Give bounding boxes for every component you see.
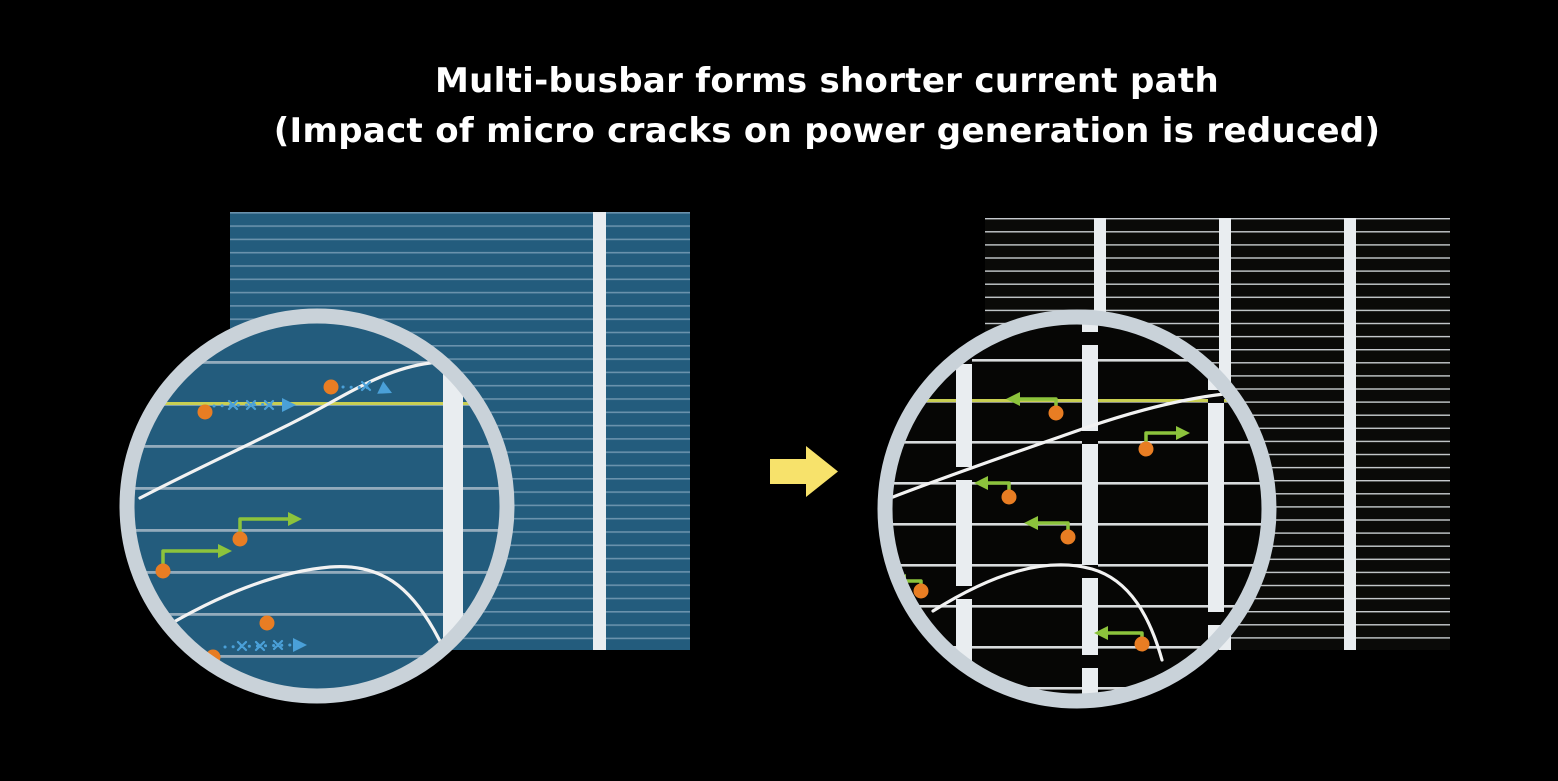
electron-dot bbox=[323, 379, 339, 395]
long-current-path-arrow bbox=[212, 398, 296, 412]
electron-dot bbox=[197, 404, 213, 420]
micro-crack-line bbox=[136, 564, 454, 666]
transition-arrow-icon bbox=[770, 446, 838, 497]
blocked-x-icon bbox=[227, 399, 275, 411]
electron-dot bbox=[232, 531, 248, 547]
busbar bbox=[956, 324, 972, 694]
busbar bbox=[443, 323, 463, 689]
highlighted-finger-line bbox=[134, 402, 500, 405]
electron-dot bbox=[155, 563, 171, 579]
magnifier-ring bbox=[119, 308, 515, 704]
magnified-cell-area bbox=[892, 324, 1262, 694]
electron-dots bbox=[913, 405, 1154, 652]
blocked-x-icon bbox=[236, 639, 284, 652]
magnifier-ring bbox=[877, 309, 1277, 709]
busbar bbox=[593, 212, 606, 650]
conventional-magnifier bbox=[119, 308, 515, 704]
micro-crack-line bbox=[892, 392, 1226, 499]
short-current-path-arrow bbox=[238, 512, 302, 539]
electron-dot bbox=[1048, 405, 1064, 421]
short-current-path-arrow bbox=[161, 544, 232, 571]
electron-dot bbox=[1001, 489, 1017, 505]
diagram-title-line-1: Multi-busbar forms shorter current path bbox=[435, 61, 1219, 101]
diagram-title: Multi-busbar forms shorter current path … bbox=[102, 56, 1552, 156]
busbar-break bbox=[1082, 655, 1098, 668]
diagram-title-line-2: (Impact of micro cracks on power generat… bbox=[273, 111, 1381, 151]
micro-crack-line bbox=[931, 563, 1164, 662]
long-current-path-arrow bbox=[341, 380, 392, 394]
busbar-break bbox=[1208, 612, 1224, 625]
busbar bbox=[1082, 324, 1098, 694]
highlighted-finger-line bbox=[892, 399, 1262, 402]
blocked-x-icon bbox=[360, 380, 372, 392]
electron-dot bbox=[1138, 441, 1154, 457]
electron-dot bbox=[1060, 529, 1076, 545]
busbar bbox=[1208, 324, 1224, 694]
multi-busbar-magnifier bbox=[877, 309, 1277, 709]
magnified-cell-area bbox=[134, 323, 500, 689]
electron-dot bbox=[1134, 636, 1150, 652]
busbar-break bbox=[1082, 332, 1098, 345]
electron-dot bbox=[259, 615, 275, 631]
electron-dot bbox=[913, 583, 929, 599]
busbar-break bbox=[1082, 431, 1098, 444]
busbar bbox=[1344, 218, 1356, 650]
long-current-path-arrow bbox=[223, 638, 307, 652]
